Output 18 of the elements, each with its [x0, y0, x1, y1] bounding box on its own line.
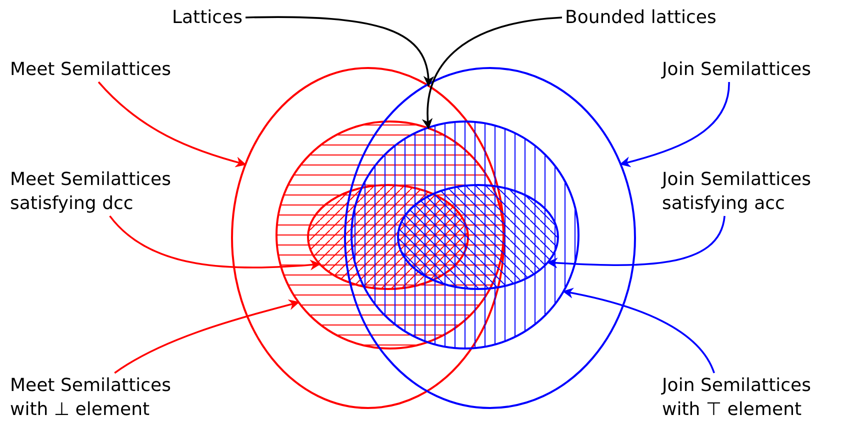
set-label: Lattices — [172, 6, 244, 30]
set-label: Meet Semilattices with ⊥ element — [10, 374, 172, 422]
leader-arrow — [246, 16, 434, 87]
leader-arrow — [109, 215, 321, 270]
set-label: Meet Semilattices — [10, 58, 172, 82]
leader-arrow — [422, 16, 562, 130]
leader-arrow — [620, 82, 730, 168]
leader-arrow — [546, 216, 726, 268]
set-ellipse — [397, 184, 559, 290]
set-label: Meet Semilattices satisfying dcc — [10, 168, 172, 216]
set-ellipse — [344, 67, 636, 409]
leader-arrow — [562, 288, 715, 374]
set-label: Join Semilattices satisfying acc — [662, 168, 812, 216]
leader-arrow — [98, 81, 246, 168]
leader-arrow — [114, 300, 300, 374]
set-label: Join Semilattices with ⊤ element — [662, 374, 812, 422]
set-label: Join Semilattices — [662, 58, 812, 82]
set-label: Bounded lattices — [565, 6, 718, 30]
